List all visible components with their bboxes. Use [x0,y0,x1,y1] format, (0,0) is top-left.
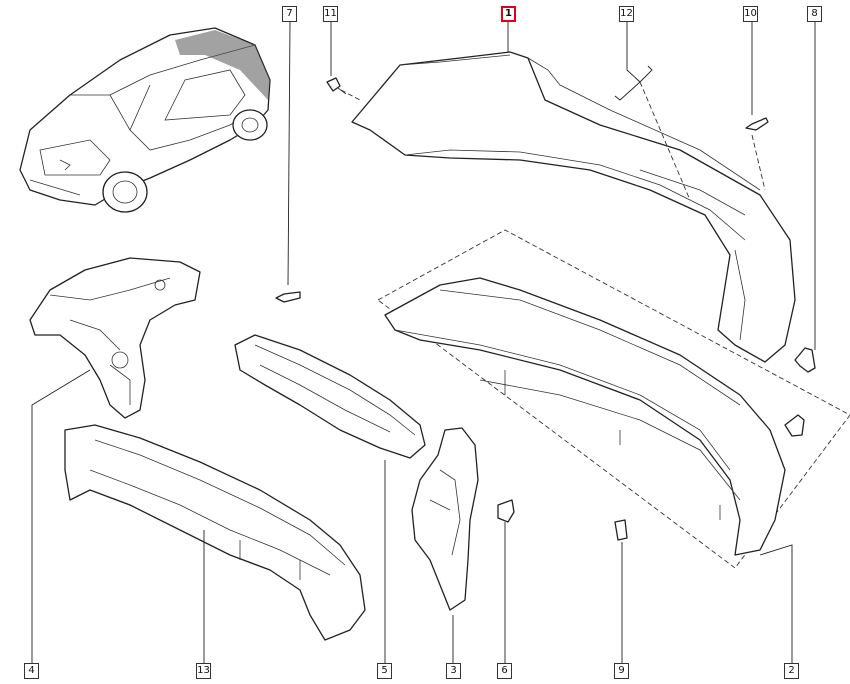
part-side-bracket[interactable] [29,257,201,419]
part-clip-8-second[interactable] [784,414,805,437]
fastener-6[interactable] [497,499,515,523]
callout-2[interactable]: 2 [784,663,799,679]
fastener-7[interactable] [275,291,301,303]
part-mounting-bracket[interactable] [411,427,479,611]
callout-8[interactable]: 8 [807,6,822,22]
callout-1[interactable]: 1 [501,6,516,22]
part-clip-12[interactable] [614,65,653,101]
fastener-9[interactable] [614,519,628,541]
part-clip-8[interactable] [794,347,816,373]
callout-12[interactable]: 12 [619,6,634,22]
callout-6[interactable]: 6 [497,663,512,679]
callout-13[interactable]: 13 [196,663,211,679]
callout-11[interactable]: 11 [323,6,338,22]
callout-5[interactable]: 5 [377,663,392,679]
part-reinforcement-beam[interactable] [64,424,366,641]
callout-10[interactable]: 10 [743,6,758,22]
part-lower-bumper[interactable] [377,229,850,569]
callout-4[interactable]: 4 [24,663,39,679]
fastener-10[interactable] [745,117,769,131]
vehicle-thumbnail [19,27,271,213]
callout-9[interactable]: 9 [614,663,629,679]
callout-3[interactable]: 3 [446,663,461,679]
part-impact-absorber[interactable] [234,334,426,459]
callout-7[interactable]: 7 [282,6,297,22]
part-bumper-cover[interactable] [351,51,796,363]
leader-lines [31,21,816,663]
